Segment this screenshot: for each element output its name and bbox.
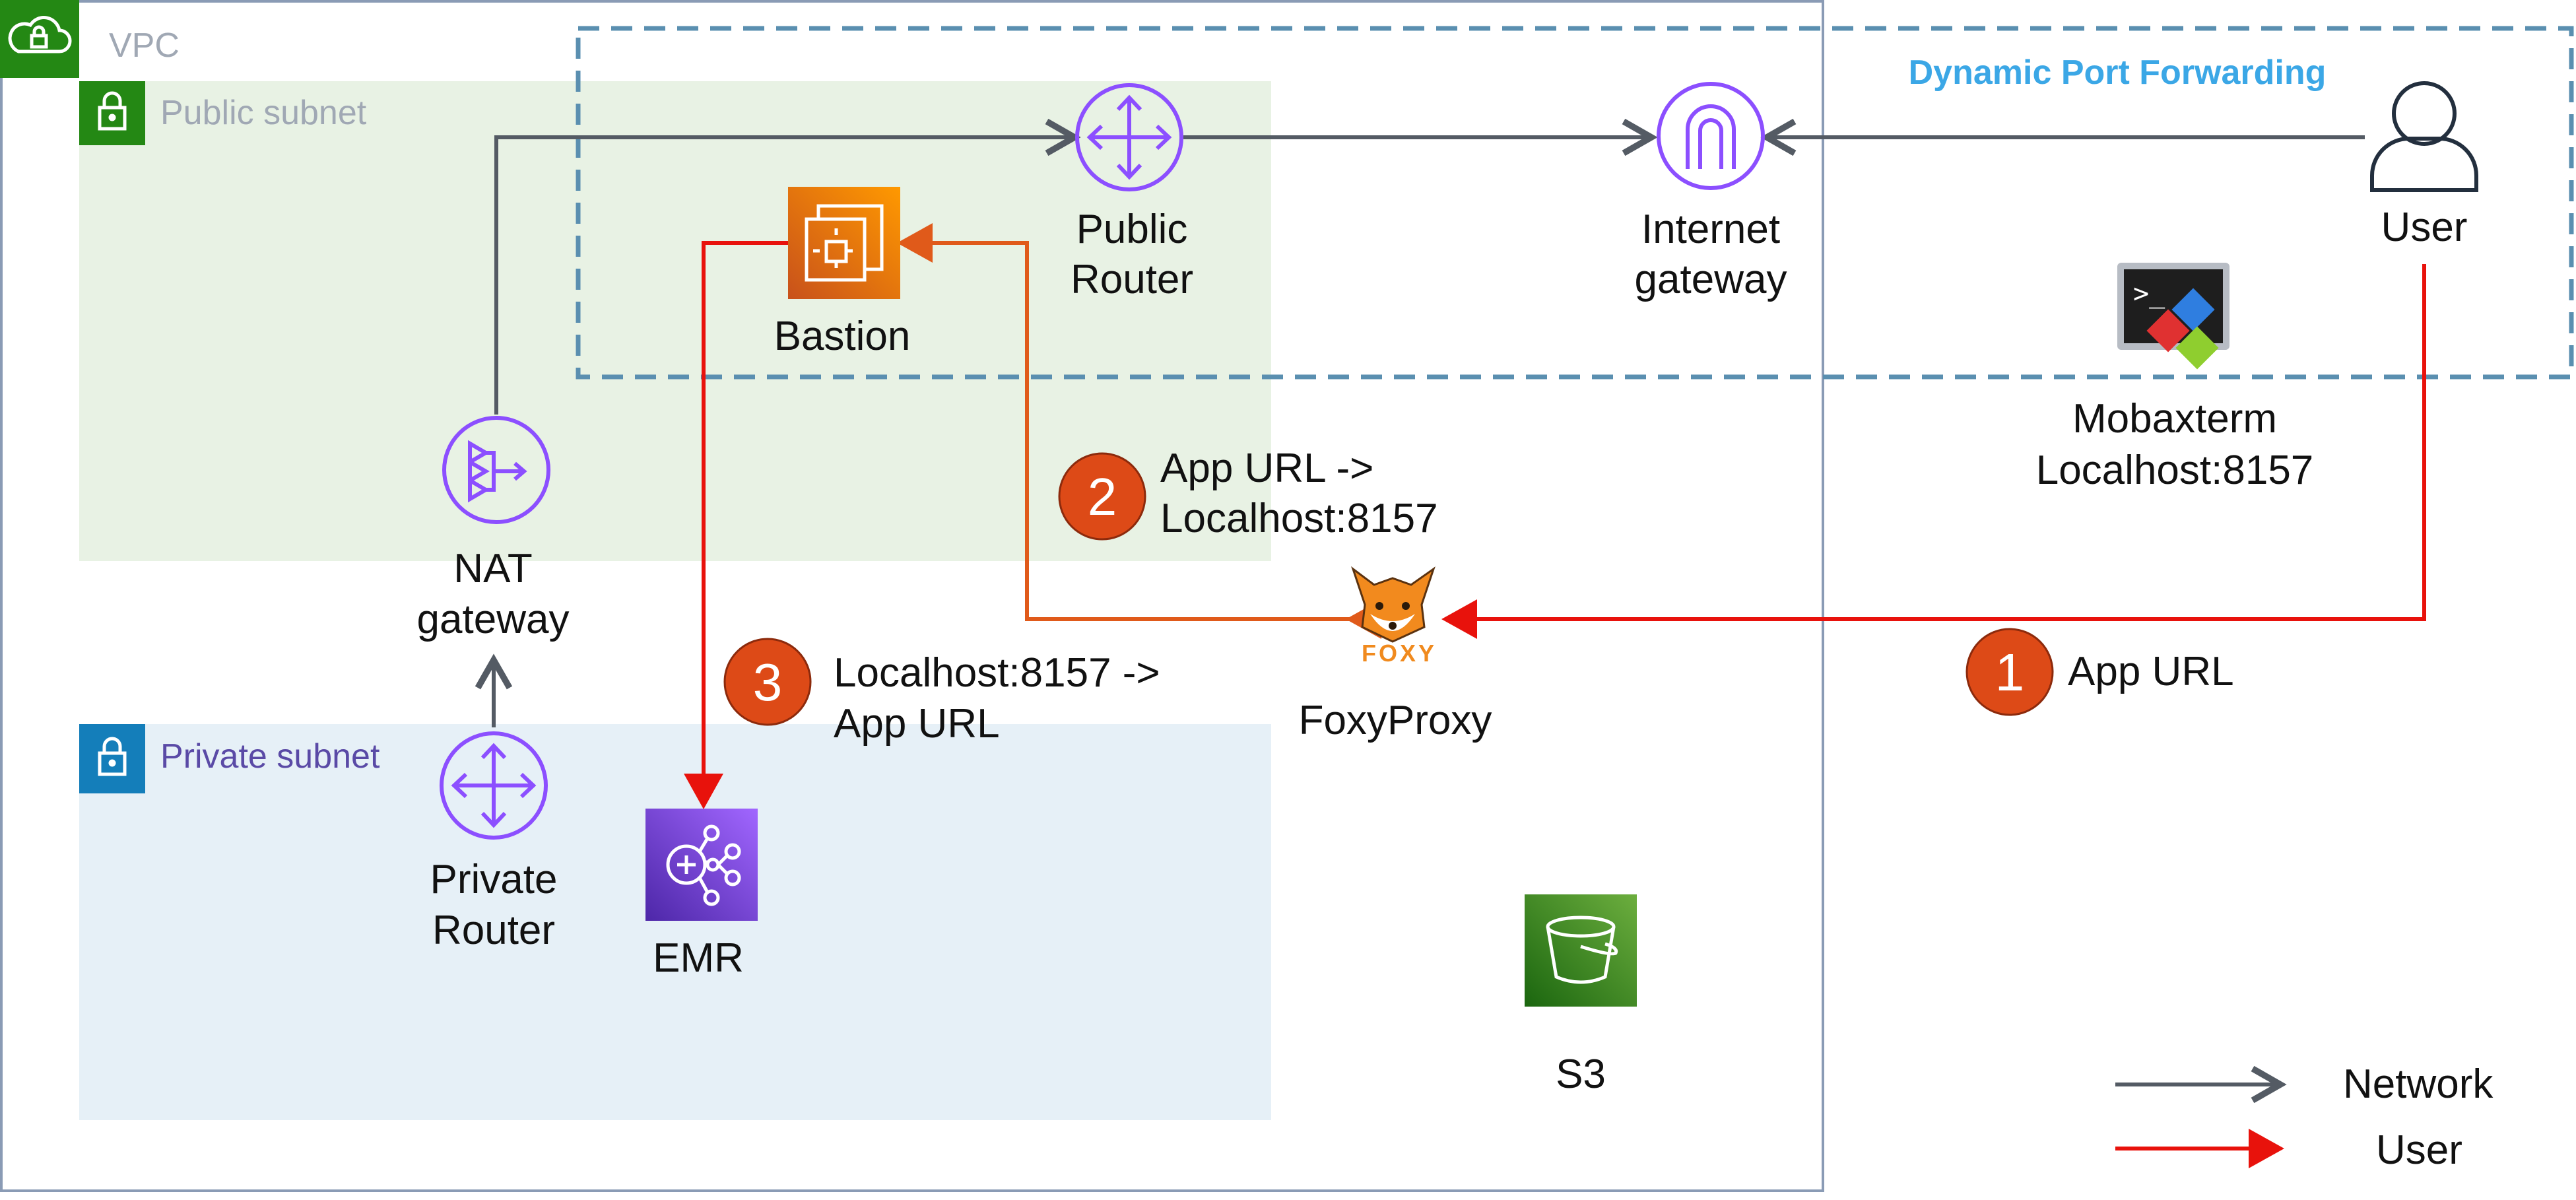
nat-gateway-icon (442, 416, 550, 524)
internet-gateway-icon (1657, 82, 1765, 190)
step-1-text-line1: App URL (2068, 649, 2234, 694)
foxyproxy-label: FoxyProxy (1299, 698, 1492, 743)
step-3-text-line2: App URL (834, 701, 1000, 747)
public-router-label-line1: Public (1076, 207, 1188, 252)
mobaxterm-label-line2: Localhost:8157 (2036, 448, 2314, 493)
emr-label: EMR (653, 935, 744, 981)
internet-gateway-node[interactable] (1657, 82, 1765, 190)
s3-node[interactable] (1525, 894, 1637, 1007)
step-2-text-line1: App URL -> (1160, 446, 1373, 491)
mobaxterm-icon: >_ (2117, 263, 2229, 370)
step-1: 1 App URL (1965, 628, 2234, 716)
dynamic-port-forwarding-label: Dynamic Port Forwarding (1909, 53, 2327, 92)
step-2-text-line2: Localhost:8157 (1160, 496, 1438, 541)
internet-gateway-label-line2: gateway (1635, 257, 1787, 302)
private-router-label-line1: Private (430, 857, 558, 902)
legend: Network User (2115, 1061, 2493, 1173)
public-router-label-line2: Router (1071, 257, 1193, 302)
legend-user-label: User (2376, 1127, 2462, 1173)
step-2: 2 App URL -> Localhost:8157 (1058, 446, 1438, 541)
step-3-text-line1: Localhost:8157 -> (834, 650, 1160, 696)
emr-node[interactable] (645, 809, 758, 921)
legend-network-label: Network (2343, 1061, 2493, 1107)
emr-icon (645, 809, 758, 921)
bastion-label: Bastion (774, 314, 911, 359)
cloud-lock-icon (8, 16, 72, 53)
public-subnet-label: Public subnet (160, 94, 367, 132)
connector-user-to-foxyproxy (1441, 264, 2426, 639)
foxyproxy-logo-text: FOXY (1362, 640, 1437, 667)
private-subnet-label: Private subnet (160, 737, 380, 776)
step-2-badge (1058, 452, 1146, 541)
bastion-node[interactable] (788, 187, 900, 299)
public-subnet-badge (79, 81, 145, 145)
nat-gateway-label-line1: NAT (453, 546, 532, 591)
lock-icon (98, 737, 127, 776)
step-3-number: 3 (753, 653, 783, 712)
step-3-badge (723, 638, 812, 726)
user-node[interactable] (2370, 81, 2478, 192)
user-icon (2370, 81, 2478, 192)
s3-bucket-icon (1525, 894, 1637, 1007)
router-icon (1075, 83, 1183, 191)
vpc-badge (0, 0, 79, 78)
foxyproxy-fox-icon (1351, 566, 1436, 643)
dynamic-port-forwarding-box (576, 26, 2574, 380)
private-router-label-line2: Router (432, 908, 555, 953)
mobaxterm-label-line1: Mobaxterm (2072, 396, 2277, 442)
internet-gateway-label-line1: Internet (1641, 207, 1780, 252)
mobaxterm-node[interactable]: >_ (2117, 263, 2229, 370)
connector-nat-to-public-router (494, 118, 1081, 415)
router-icon (440, 731, 548, 840)
step-3: 3 Localhost:8157 -> App URL (723, 638, 1160, 747)
user-label: User (2381, 205, 2468, 250)
svg-text:>_: >_ (2133, 279, 2165, 309)
step-1-badge (1965, 628, 2054, 716)
nat-gateway-label-line2: gateway (417, 597, 570, 642)
private-router-node[interactable] (440, 731, 548, 840)
foxyproxy-node[interactable]: FOXY (1351, 566, 1437, 667)
public-router-node[interactable] (1075, 83, 1183, 191)
step-2-number: 2 (1088, 467, 1117, 526)
nat-gateway-node[interactable] (442, 416, 550, 524)
private-subnet-badge (79, 724, 145, 793)
lock-icon (98, 91, 127, 131)
s3-label: S3 (1556, 1051, 1606, 1097)
vpc-label: VPC (109, 26, 180, 65)
step-1-number: 1 (1995, 643, 2025, 702)
private-subnet (79, 724, 1271, 1120)
connector-foxyproxy-to-bastion (897, 223, 1381, 639)
connector-bastion-to-emr (684, 241, 788, 809)
